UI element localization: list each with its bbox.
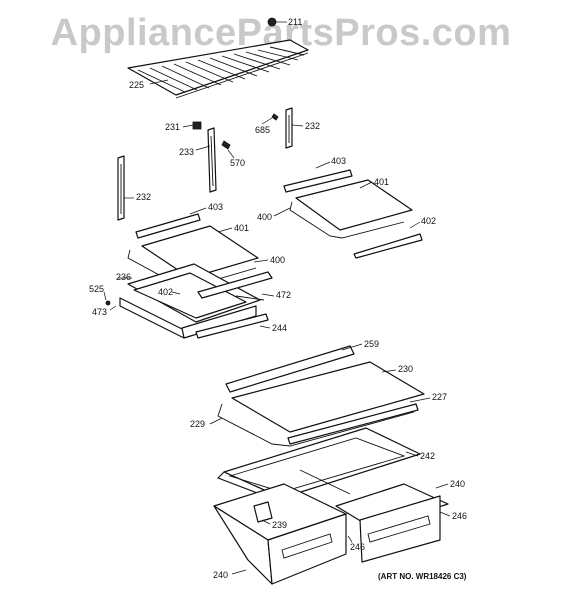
deli-drawer-assembly (105, 263, 273, 339)
callout-229: 229 (190, 419, 205, 429)
callout-240-left: 240 (213, 570, 228, 580)
art-number: (ART NO. WR18426 C3) (378, 572, 467, 581)
callout-225: 225 (129, 80, 144, 90)
callout-403-left: 403 (208, 202, 223, 212)
callout-233: 233 (179, 147, 194, 157)
shelf-stop-part (267, 17, 277, 27)
callout-402-left: 402 (158, 287, 173, 297)
callout-685: 685 (255, 125, 270, 135)
callout-244: 244 (272, 323, 287, 333)
callout-232-lower: 232 (136, 192, 151, 202)
callout-401-left: 401 (234, 223, 249, 233)
left-shelf-assembly (127, 213, 259, 287)
callout-403-right: 403 (331, 156, 346, 166)
callout-400-left: 400 (270, 255, 285, 265)
callout-232-upper: 232 (305, 121, 320, 131)
callout-240-right: 240 (450, 479, 465, 489)
callout-246-right: 246 (452, 511, 467, 521)
screw-part-small (271, 113, 279, 121)
callout-472: 472 (276, 290, 291, 300)
callout-246-left: 246 (350, 542, 365, 552)
callout-473: 473 (92, 307, 107, 317)
callout-242: 242 (420, 451, 435, 461)
callout-400-right: 400 (257, 212, 272, 222)
leader-lines (103, 21, 451, 575)
callout-labels: 211 225 231 685 232 233 570 232 403 401 … (89, 17, 467, 581)
crisper-drawers (213, 483, 449, 585)
callout-230: 230 (398, 364, 413, 374)
callout-259: 259 (364, 339, 379, 349)
callout-401-right: 401 (374, 177, 389, 187)
callout-211: 211 (288, 17, 302, 27)
callout-525: 525 (89, 284, 104, 294)
wire-shelf (127, 39, 309, 99)
right-shelf-assembly (283, 169, 423, 259)
vertical-rails (117, 107, 293, 221)
callout-227: 227 (432, 392, 447, 402)
callout-402-right: 402 (421, 216, 436, 226)
clip-part (192, 121, 202, 130)
callout-231: 231 (165, 122, 180, 132)
callout-239: 239 (272, 520, 287, 530)
callout-570: 570 (230, 158, 245, 168)
screw-part (221, 140, 231, 150)
callout-236: 236 (116, 272, 131, 282)
crisper-cover-assembly (217, 345, 425, 447)
